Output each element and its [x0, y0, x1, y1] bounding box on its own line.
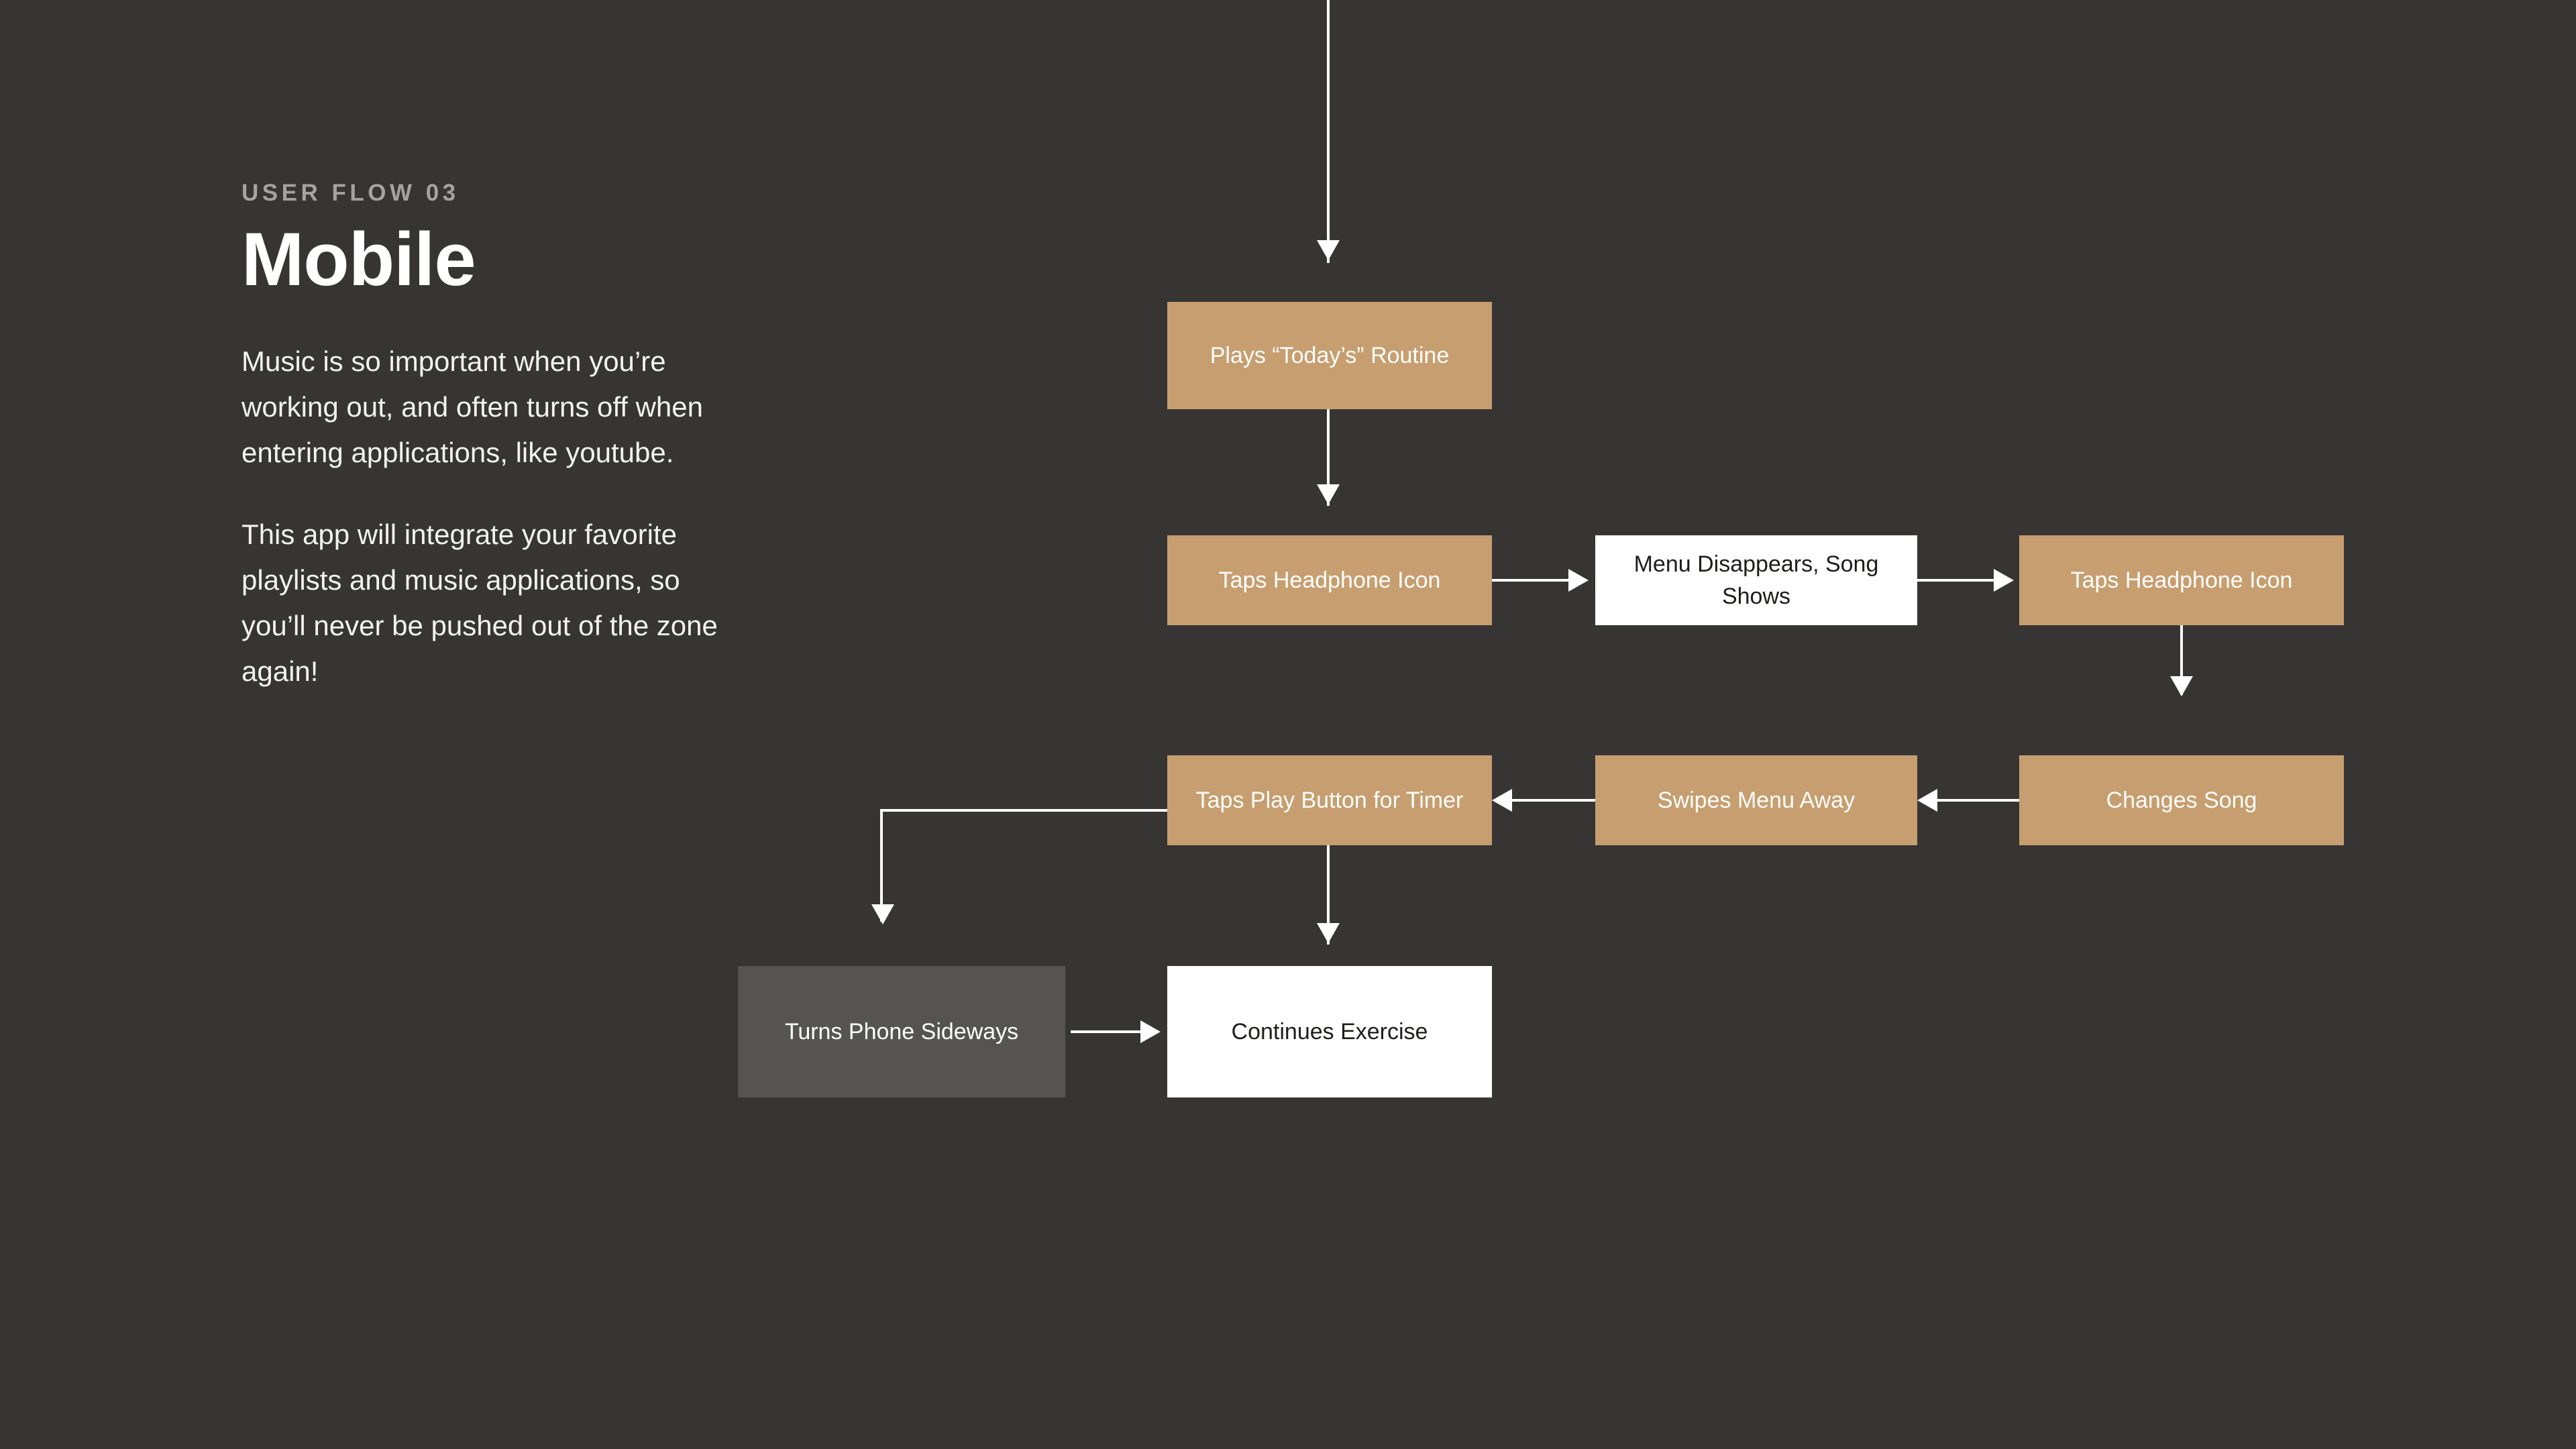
- page-title: Mobile: [241, 217, 476, 301]
- flow-node-taps-play-button[interactable]: Taps Play Button for Timer: [1167, 755, 1492, 845]
- flow-node-label: Changes Song: [2106, 787, 2257, 813]
- connector-swipes-to-playbutton-arrowhead: [1492, 789, 1512, 812]
- connector-headphone2-to-changessong-arrowhead: [2170, 676, 2193, 696]
- flow-node-turns-phone-sideways[interactable]: Turns Phone Sideways: [738, 966, 1065, 1097]
- connector-sideways-to-exercise-arrowhead: [1140, 1020, 1161, 1043]
- flow-node-taps-headphone-icon-1[interactable]: Taps Headphone Icon: [1167, 535, 1492, 625]
- flow-node-menu-disappears[interactable]: Menu Disappears, Song Shows: [1595, 535, 1917, 625]
- connector-entry-arrowhead: [1317, 240, 1340, 260]
- intro-paragraph-2: This app will integrate your favorite pl…: [241, 519, 718, 688]
- connector-headphone2-to-changessong-line: [2180, 625, 2183, 695]
- connector-playbutton-to-exercise-arrowhead: [1317, 923, 1340, 943]
- flow-node-label: Menu Disappears, Song Shows: [1633, 551, 1879, 609]
- connector-sideways-to-exercise-line: [1071, 1030, 1147, 1033]
- flow-node-taps-headphone-icon-2[interactable]: Taps Headphone Icon: [2019, 535, 2344, 625]
- flow-node-label: Turns Phone Sideways: [784, 1018, 1019, 1044]
- connector-routine-to-headphone1-line: [1327, 409, 1330, 506]
- connector-headphone1-to-menu-arrowhead: [1568, 569, 1589, 592]
- section-eyebrow-label: USER FLOW 03: [241, 180, 460, 206]
- flow-node-label: Taps Play Button for Timer: [1195, 787, 1464, 813]
- connector-playbutton-to-sideways-vertical: [880, 809, 883, 922]
- connector-playbutton-to-exercise-line: [1327, 845, 1330, 945]
- connector-entry-line: [1327, 0, 1330, 263]
- flow-node-swipes-menu-away[interactable]: Swipes Menu Away: [1595, 755, 1917, 845]
- connector-swipes-to-playbutton-line: [1512, 799, 1595, 802]
- flow-node-label: Taps Headphone Icon: [2070, 567, 2293, 593]
- connector-changessong-to-swipes-arrowhead: [1917, 789, 1937, 812]
- connector-playbutton-to-sideways-arrowhead: [871, 904, 894, 924]
- flow-node-changes-song[interactable]: Changes Song: [2019, 755, 2344, 845]
- connector-menu-to-headphone2-arrowhead: [1994, 569, 2014, 592]
- connector-playbutton-to-sideways-horizontal: [880, 809, 1167, 812]
- flow-node-plays-todays-routine[interactable]: Plays “Today’s” Routine: [1167, 302, 1492, 409]
- connector-changessong-to-swipes-line: [1937, 799, 2019, 802]
- intro-panel: USER FLOW 03 Mobile Music is so importan…: [241, 181, 751, 694]
- flow-node-label: Continues Exercise: [1231, 1018, 1428, 1044]
- connector-menu-to-headphone2-line: [1917, 579, 2000, 582]
- flow-node-continues-exercise[interactable]: Continues Exercise: [1167, 966, 1492, 1097]
- connector-routine-to-headphone1-arrowhead: [1317, 484, 1340, 504]
- connector-headphone1-to-menu-line: [1492, 579, 1575, 582]
- flow-node-label: Swipes Menu Away: [1657, 787, 1856, 813]
- intro-paragraph-1: Music is so important when you’re workin…: [241, 345, 703, 469]
- flow-node-label: Taps Headphone Icon: [1218, 567, 1441, 593]
- flow-node-label: Plays “Today’s” Routine: [1210, 342, 1450, 368]
